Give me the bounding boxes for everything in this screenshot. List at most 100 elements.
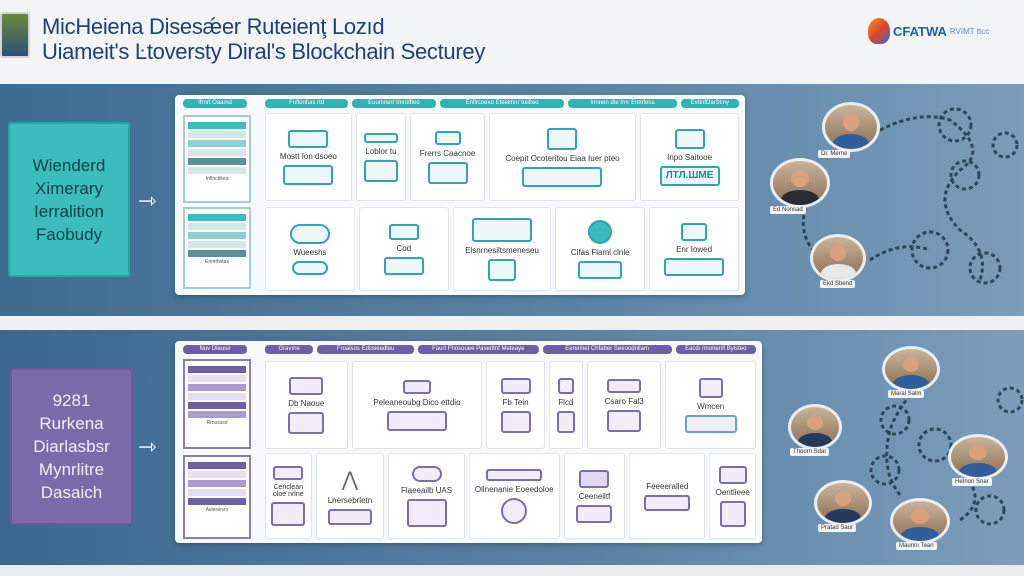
module-card[interactable]: Ollnenanie Eoeedoloe [468,453,560,539]
label-line: Faobudy [35,224,103,244]
tab[interactable]: Euumnerr tmroffteo [352,99,436,108]
module-label: Flaeeailb UAS [400,485,453,495]
left-tab[interactable]: Ifrnrt Oaamd [183,99,247,108]
module-card[interactable]: Cericlean oloe nrlne [265,453,312,539]
module-card[interactable]: Wmcen [665,361,756,449]
list-icon [718,465,747,484]
tab-bar: Fuflonfuıs rtd Euumnerr tmroffteo Enflrc… [265,99,739,108]
chart-icon [579,469,610,488]
left-tab[interactable]: Nuv Dieuse [183,345,247,354]
tile-icon [557,377,574,394]
module-row: Mostt Ion dsoeo Loblor tu Frerrs Caacnoe… [265,113,739,201]
module-card[interactable]: Flaeeailb UAS [388,453,465,539]
dashboard-panel-2: Nuv Dieuse Gravıne Froaisos Edssieedleu … [175,341,762,543]
module-label: Mostt Ion dsoeo [279,151,337,161]
avatar [882,346,940,392]
gear-icon [363,159,398,182]
tab[interactable]: Faurt Fhosouee Paseritnf Meteaye [417,345,539,354]
person-name: Pratad Saur [818,524,857,532]
module-card[interactable]: Fb Tein [486,361,545,449]
input-icon [664,257,725,276]
thumbnail-card[interactable]: Enmthntas [183,207,251,289]
gear-icon [556,410,575,433]
tab[interactable]: Froaisos Edssieedleu [317,345,414,354]
screen-icon [288,129,329,148]
tab[interactable]: Innnen dte Irnr Enmfesa [568,99,677,108]
module-row: Cericlean oloe nrlne ⋀Lnersebrletn Flaee… [265,453,757,539]
avatar [890,498,950,544]
tab[interactable]: Eacdı nnonenfl Byisteo [675,345,757,354]
label-line: 9281 [52,391,91,410]
person-name: Hetnon Snar [952,478,992,486]
module-card[interactable]: Loblor tu [355,113,407,201]
module-card[interactable]: Enr Iowed [649,207,739,291]
tab[interactable]: Enflrcoexo Eteelmnr tuiilteo [439,99,565,108]
users-icon [288,411,325,434]
module-card[interactable]: Cifas Flaml clnle [555,207,646,291]
label-line: Rurkena [39,414,104,433]
device-icon [283,164,334,185]
arrow-right-icon: ⇾ [138,434,157,459]
module-card[interactable]: Elsnrnesiltsmeneseu [452,207,552,291]
form-icon [271,502,306,526]
module-label: Ceeneiltf [578,491,611,501]
chart-icon [488,258,516,281]
module-card[interactable]: Coepit Ocoteritou Eiaa Iuer pteo [488,113,637,201]
module-label: Loblor tu [365,146,397,156]
avatar [770,158,830,208]
brand-logo: CFATWA RVIMT ttcc [868,18,989,44]
module-card[interactable]: Flcd [548,361,583,449]
module-card[interactable]: Frerrs Caacnoe [410,113,485,201]
person-name: Dr. Merne [818,150,851,158]
tab[interactable]: Gravıne [265,345,314,354]
label-line: Dasaich [40,483,103,502]
wrench-icon [434,130,461,145]
university-logo [0,12,30,58]
person-name: Thoorn Sdar [790,448,830,456]
module-card[interactable]: Db Naoue [265,361,348,449]
label-line: Ximerary [34,178,103,198]
tab[interactable]: Eerenlıet Chfaber Seeoodnllam [542,345,672,354]
module-label: Flcd [558,397,574,407]
document-icon [547,127,578,150]
module-card[interactable]: Mostt Ion dsoeo [265,113,352,201]
module-label: Db Naoue [288,398,325,408]
module-label: Lnersebrletn [327,496,373,505]
module-label: Fb Tein [502,397,529,407]
module-card[interactable]: Cod [358,207,449,291]
module-label: Frerrs Caacnoe [419,148,476,158]
module-label: Coepit Ocoteritou Eiaa Iuer pteo [505,153,620,163]
card-icon [402,379,431,394]
module-card[interactable]: ⋀Lnersebrletn [315,453,385,539]
tab[interactable]: ExItnfDaıStıny [680,99,739,108]
section-1-label-box: Wienderd Ximerary Ierralition Faobudy [8,122,130,277]
thumbnail-card[interactable]: Rrnosssd [183,359,251,449]
avatar [814,480,872,526]
person-name: Maunnı Tean [896,542,937,550]
thumbnail-card[interactable]: Inflnctilteo [183,115,251,203]
window-icon [607,378,642,393]
label-line: Ierralition [34,201,104,221]
module-card[interactable]: Peleaneoubg Dico ettdio [351,361,483,449]
module-card[interactable]: Wueeshs [265,207,355,291]
module-card[interactable]: Csaro Fal3 [586,361,662,449]
chart-icon [500,410,531,433]
form-icon [383,256,424,275]
module-label: Oentlieee [715,487,750,497]
panel-icon [644,494,691,511]
thumbnail-caption: Inflnctilteo [205,176,229,182]
label-line: Mynrlitre [38,460,105,479]
module-label: Feeeeralled [646,481,689,491]
shield-icon [588,219,613,244]
module-card[interactable]: Feeeeralled [629,453,706,539]
tab[interactable]: Fuflonfuıs rtd [265,99,349,108]
module-label: Cifas Flaml clnle [570,247,630,257]
thumbnail-card[interactable]: Aviessnzo [183,455,251,539]
server-icon [273,466,304,480]
module-card[interactable]: Oentlieee [709,453,757,539]
person-name: Ed Nonsad [770,206,806,214]
module-card[interactable]: Ceeneiltf [563,453,626,539]
window-icon [681,222,708,241]
